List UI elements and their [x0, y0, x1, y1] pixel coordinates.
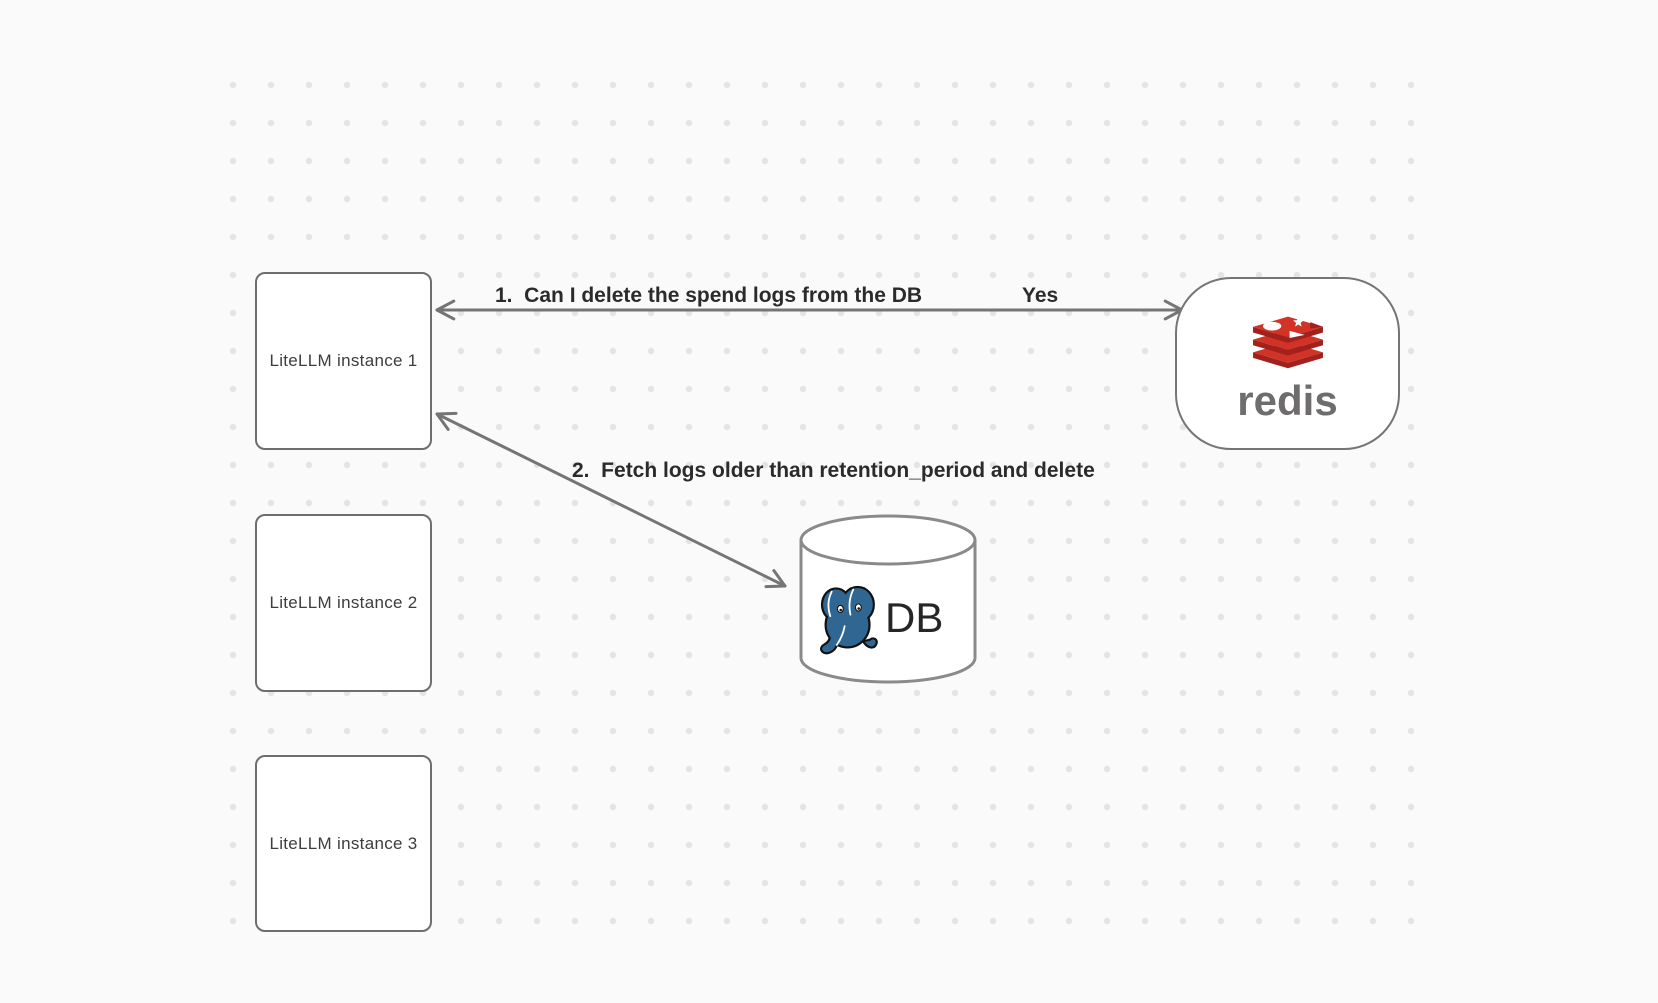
- postgresql-elephant-icon: [820, 585, 878, 655]
- node-litellm-instance-3[interactable]: LiteLLM instance 3: [255, 755, 432, 932]
- redis-logo-icon: [1252, 316, 1323, 369]
- node-litellm-instance-2[interactable]: LiteLLM instance 2: [255, 514, 432, 692]
- arrow2-label: 2. Fetch logs older than retention_perio…: [572, 459, 1095, 482]
- arrow1-response-label: Yes: [1022, 284, 1059, 307]
- node-redis[interactable]: redis: [1175, 277, 1400, 450]
- arrow1-label: 1. Can I delete the spend logs from the …: [495, 284, 923, 307]
- database-label: DB: [885, 594, 944, 641]
- litellm-instance-3-label: LiteLLM instance 3: [269, 833, 418, 853]
- redis-wordmark-label: redis: [1237, 377, 1338, 424]
- arrow-fetch-and-delete-logs[interactable]: [435, 411, 787, 589]
- node-database[interactable]: DB: [798, 513, 978, 685]
- node-litellm-instance-1[interactable]: LiteLLM instance 1: [255, 272, 432, 450]
- litellm-instance-2-label: LiteLLM instance 2: [269, 593, 418, 612]
- litellm-instance-1-label: LiteLLM instance 1: [269, 351, 418, 370]
